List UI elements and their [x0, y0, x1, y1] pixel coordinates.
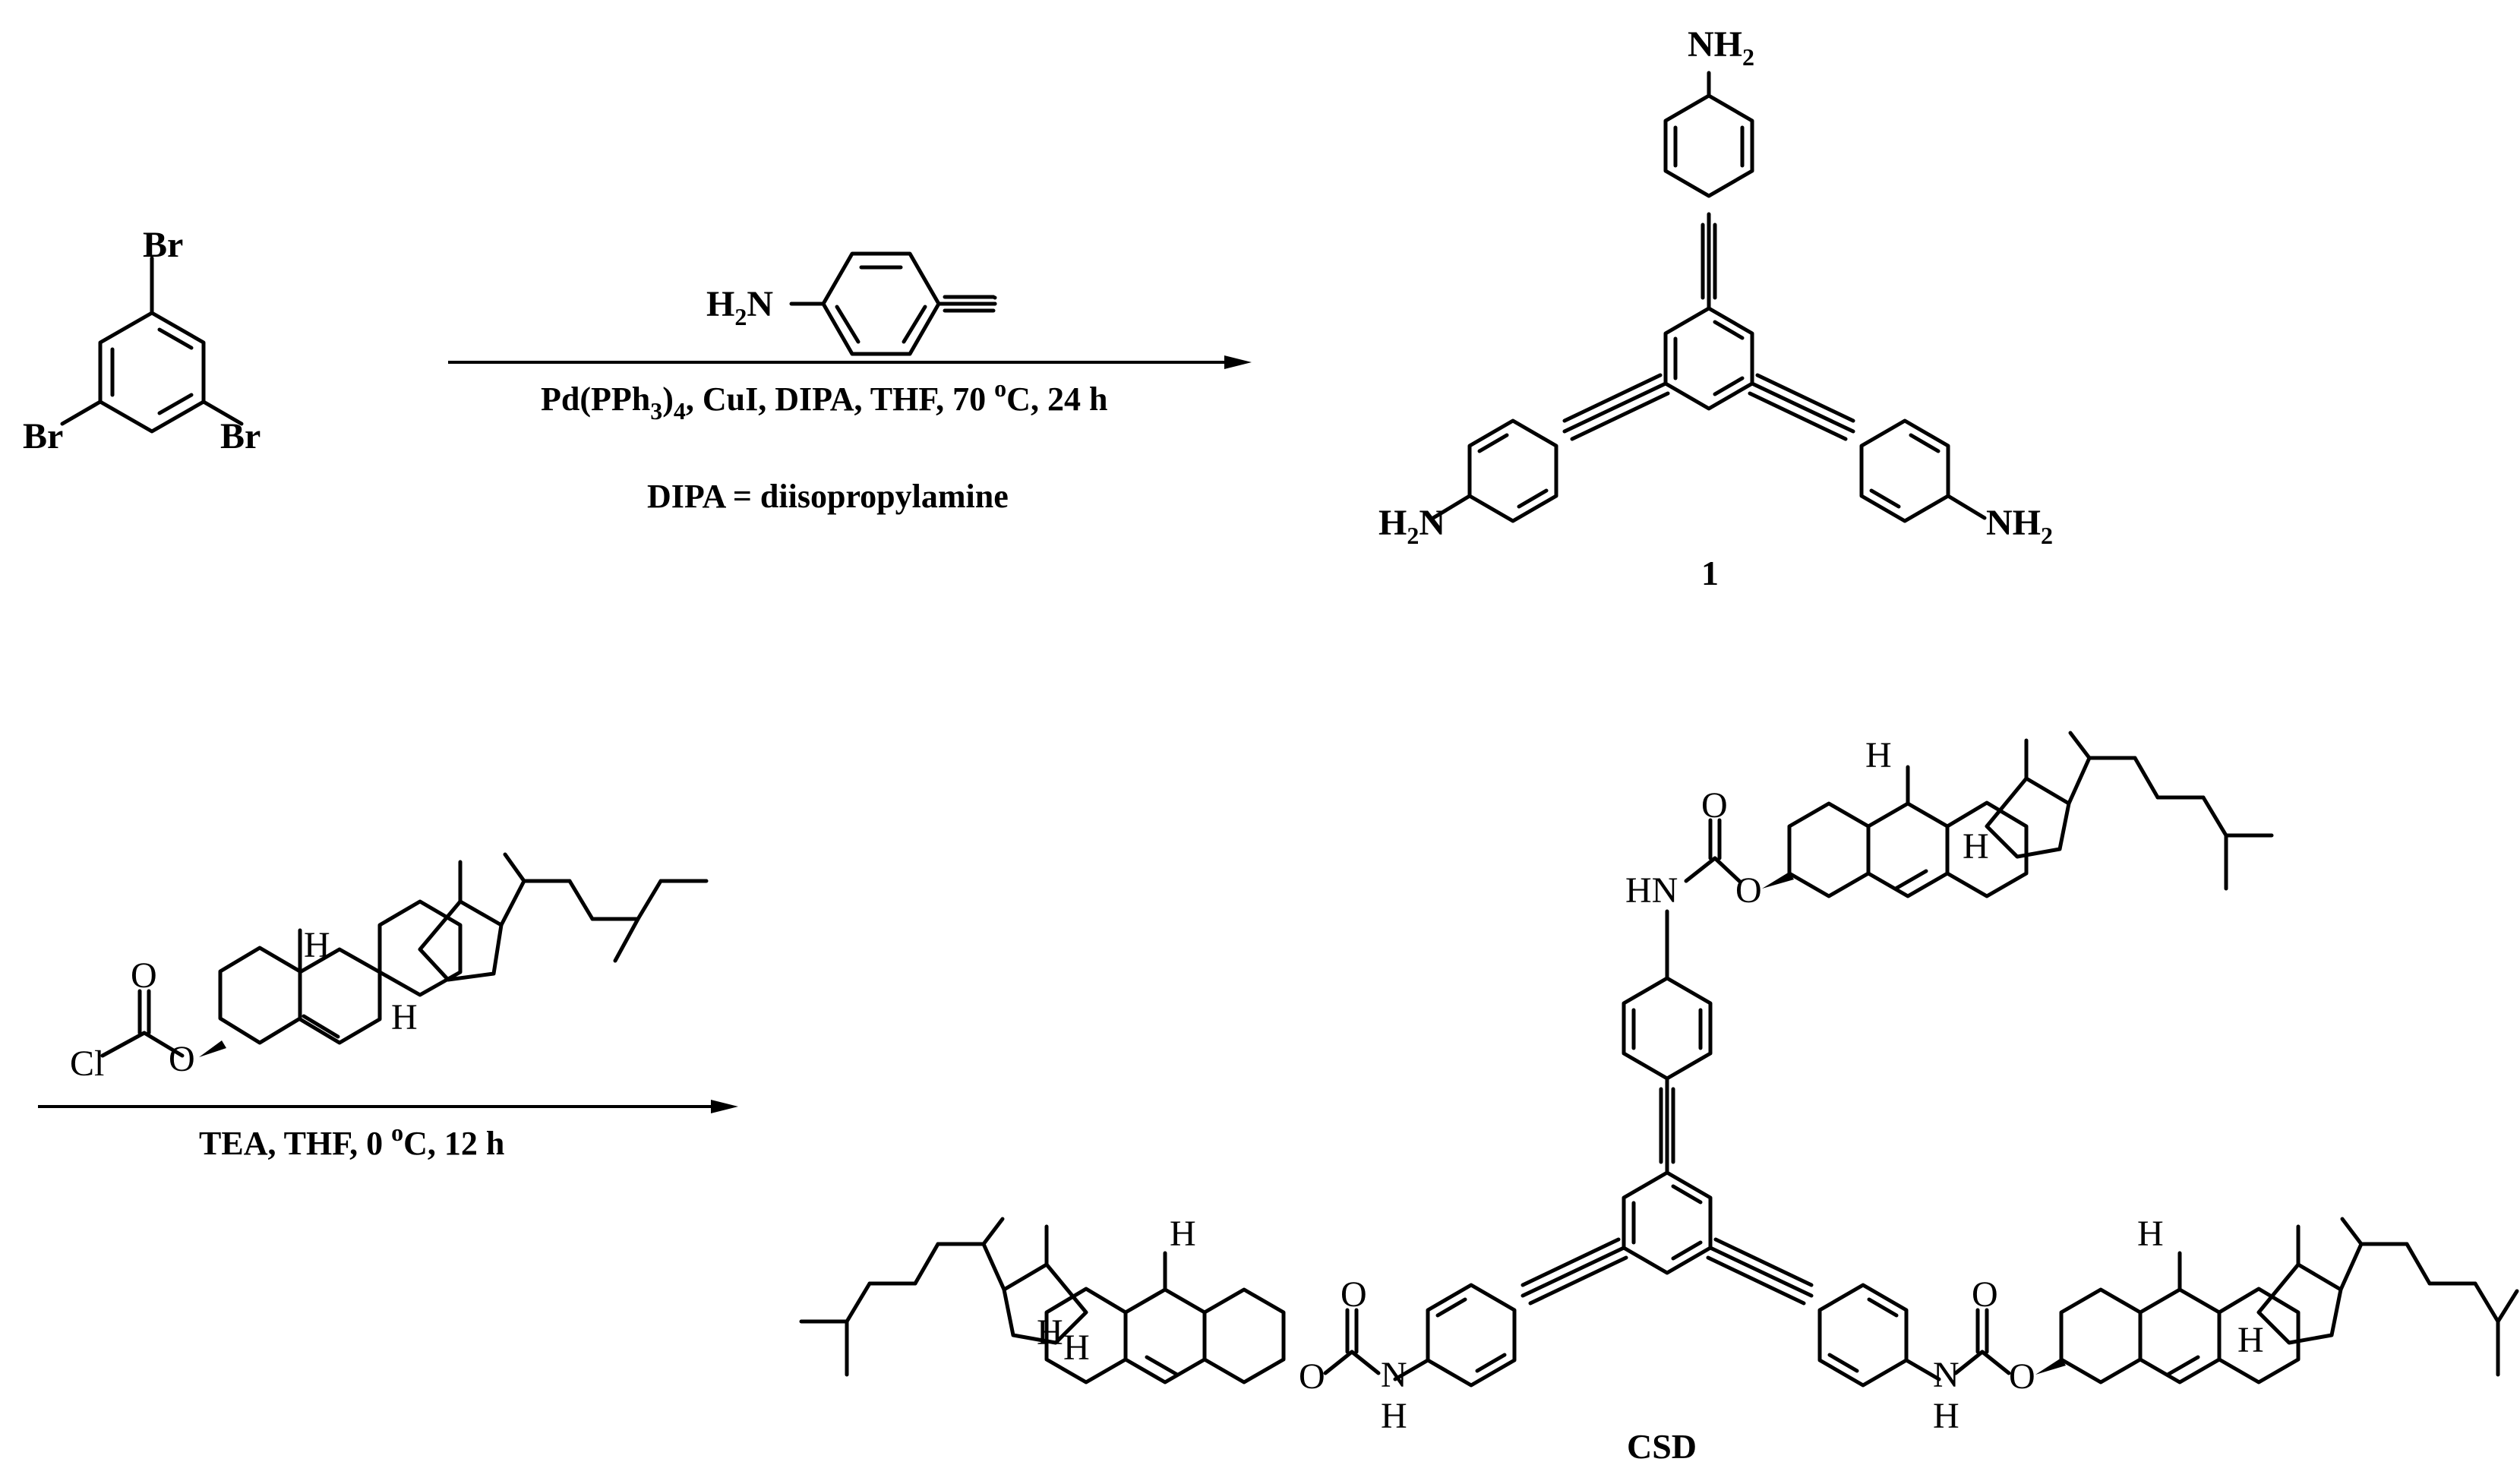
chloroformate-o-ester: O	[169, 1039, 195, 1079]
chloroformate-cl: Cl	[70, 1044, 104, 1084]
csd-structure: HN O O H H	[799, 731, 2519, 1436]
reaction2-conditions: TEA, THF, 0 oC, 12 h	[199, 1119, 504, 1162]
product1-nh2-top: NH2	[1688, 24, 1754, 71]
reaction1-footnote: DIPA = diisopropylamine	[647, 478, 1009, 515]
csd-o-carbonyl-right: O	[1972, 1274, 1998, 1315]
reaction-arrow-2	[38, 1100, 738, 1113]
csd-n-left: N	[1381, 1355, 1407, 1395]
csd-o-ester-left: O	[1299, 1356, 1325, 1397]
chloroformate-o-carbonyl: O	[131, 955, 157, 996]
csd-top-h-14: H	[1963, 826, 1989, 867]
chol-h-9: H	[304, 925, 330, 965]
product-csd-label: CSD	[1627, 1427, 1697, 1466]
csd-o-ester-top: O	[1735, 870, 1762, 911]
csd-right-h-9: H	[2137, 1214, 2164, 1254]
br-left: Br	[23, 416, 63, 456]
reaction1-conditions: Pd(PPh3)4, CuI, DIPA, THF, 70 oC, 24 h	[541, 374, 1107, 425]
csd-h-left: H	[1381, 1396, 1407, 1436]
reagent-4-ethynylaniline: H2N	[706, 251, 997, 356]
br-top: Br	[143, 225, 183, 265]
csd-left-h-8: H	[1063, 1328, 1090, 1368]
reaction-arrow-1	[448, 355, 1252, 369]
product-1-structure: NH2 H2N NH2	[1378, 24, 2053, 549]
csd-h-right: H	[1933, 1396, 1959, 1436]
csd-n-right: N	[1933, 1355, 1959, 1395]
csd-top-h-9: H	[1865, 735, 1892, 775]
product1-nh2-right: NH2	[1986, 503, 2053, 549]
reagent-h2n: H2N	[706, 284, 773, 330]
csd-o-carbonyl-top: O	[1701, 785, 1728, 826]
csd-o-carbonyl-left: O	[1341, 1274, 1367, 1315]
product1-h2n-left: H2N	[1378, 503, 1445, 549]
chol-h-14: H	[391, 997, 418, 1037]
csd-hn-top: HN	[1625, 870, 1678, 911]
csd-left-h-9: H	[1170, 1214, 1196, 1254]
cholesteryl-chloroformate-structure: O Cl O H H	[70, 852, 709, 1084]
product-1-label: 1	[1701, 554, 1719, 592]
br-right: Br	[220, 416, 261, 456]
tribromobenzene-structure: Br Br Br	[23, 225, 261, 456]
csd-o-ester-right: O	[2009, 1356, 2035, 1397]
csd-right-h-14: H	[2237, 1320, 2264, 1360]
csd-left-h-14: H	[1037, 1312, 1063, 1353]
